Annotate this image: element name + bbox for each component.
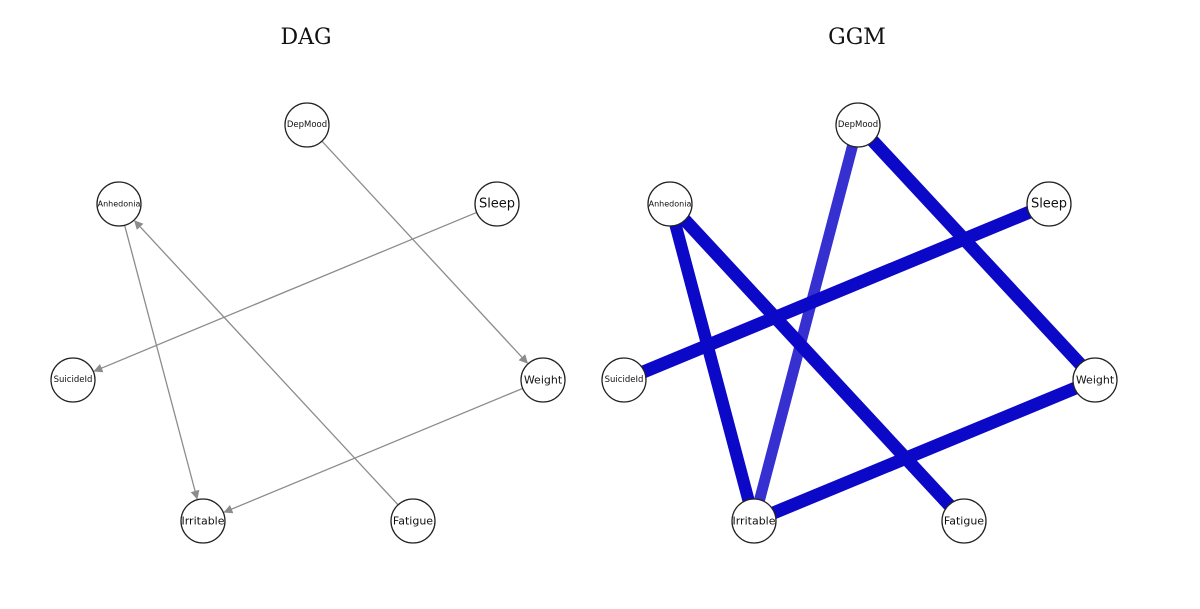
ggm-node-weight: Weight [1072, 357, 1118, 403]
node-circle [941, 498, 987, 544]
node-circle [390, 498, 436, 544]
node-label: Anhedonia [98, 200, 141, 209]
node-label: Sleep [1031, 197, 1067, 212]
node-circle [96, 181, 142, 227]
node-circle [50, 357, 96, 403]
ggm-node-sleep: Sleep [1026, 181, 1072, 227]
dag-edge-dep-mood-weight [321, 140, 528, 364]
dag-node-dep-mood: DepMood [284, 102, 330, 148]
node-circle [1072, 357, 1118, 403]
dag-node-irritable: Irritable [180, 498, 226, 544]
ggm-title: GGM [828, 25, 886, 50]
dag-node-weight: Weight [520, 357, 566, 403]
dag-edge-anhedonia-irritable [124, 225, 200, 500]
node-circle [180, 498, 226, 544]
ggm-edge-anhedonia-irritable [664, 202, 760, 523]
dag-title: DAG [280, 25, 331, 50]
ggm-node-dep-mood: DepMood [835, 102, 881, 148]
node-label: Weight [1076, 374, 1115, 387]
node-circle [520, 357, 566, 403]
ggm-edge-anhedonia-fatigue [665, 199, 969, 526]
node-circle [647, 181, 693, 227]
node-circle [601, 357, 647, 403]
node-label: SuicideId [605, 375, 644, 385]
node-label: DepMood [287, 120, 327, 130]
ggm-node-suicide-id: SuicideId [601, 357, 647, 403]
node-circle [835, 102, 881, 148]
node-label: Fatigue [944, 515, 984, 528]
node-label: Sleep [479, 197, 515, 212]
node-circle [731, 498, 777, 544]
node-label: Anhedonia [649, 200, 692, 209]
ggm-edge-weight-irritable [751, 373, 1098, 528]
dag-edges [93, 140, 528, 514]
dag-edge-fatigue-anhedonia [134, 220, 399, 506]
dag-node-anhedonia: Anhedonia [96, 181, 142, 227]
ggm-node-fatigue: Fatigue [941, 498, 987, 544]
dag-node-suicide-id: SuicideId [50, 357, 96, 403]
ggm-node-anhedonia: Anhedonia [647, 181, 693, 227]
node-circle [284, 102, 330, 148]
node-circle [1026, 181, 1072, 227]
ggm-edge-dep-mood-weight [853, 120, 1100, 385]
dag-edge-sleep-suicide-id [93, 211, 477, 373]
node-label: Irritable [732, 515, 775, 528]
node-label: Irritable [181, 515, 224, 528]
node-label: SuicideId [54, 375, 93, 385]
ggm-node-irritable: Irritable [731, 498, 777, 544]
ggm-edge-dep-mood-irritable [748, 123, 864, 523]
dag-node-fatigue: Fatigue [390, 498, 436, 544]
dag-node-sleep: Sleep [474, 181, 520, 227]
node-label: Fatigue [393, 515, 433, 528]
dag-edge-weight-irritable [223, 387, 523, 514]
node-label: Weight [524, 374, 563, 387]
node-circle [474, 181, 520, 227]
node-label: DepMood [838, 120, 878, 130]
ggm-edge-sleep-suicide-id [621, 197, 1052, 387]
ggm-edges [621, 120, 1100, 528]
